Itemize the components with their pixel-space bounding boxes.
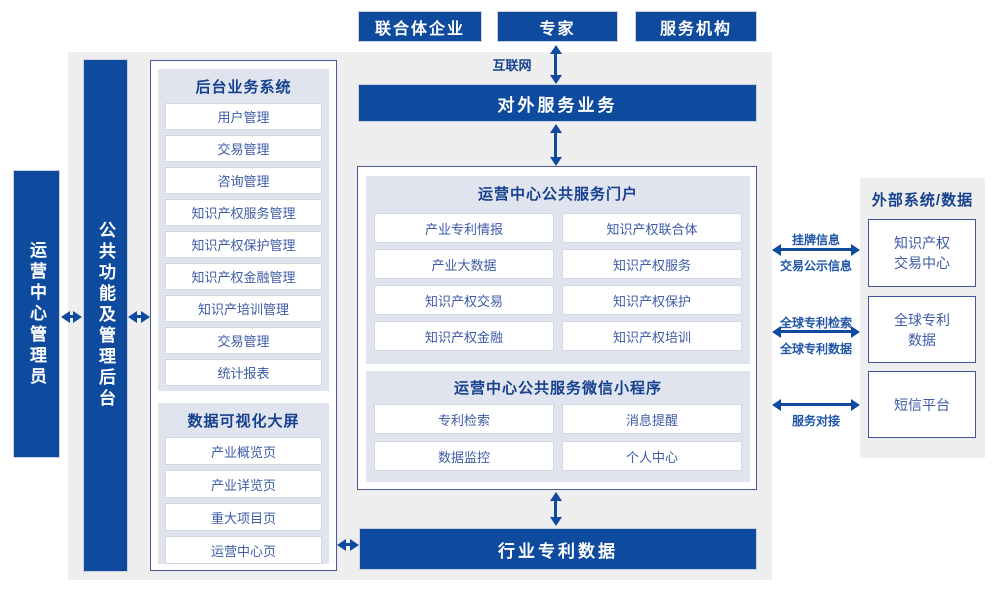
public-functions-backend-bar: 公共功能及管理后台 <box>83 59 128 572</box>
portal-item: 知识产权保护 <box>562 285 742 315</box>
visualization-item: 产业详览页 <box>165 470 322 498</box>
link-label-global-patent-search: 全球专利检索 <box>779 316 852 330</box>
external-system-box-sms: 短信平台 <box>868 371 976 438</box>
public-portal-panel: 运营中心公共服务门户 产业专利情报 知识产权联合体 产业大数据 知识产权服务 知… <box>366 176 750 364</box>
operation-center-admin-bar: 运营中心管理员 <box>13 170 60 458</box>
backend-system-title: 后台业务系统 <box>195 79 292 96</box>
portal-item: 知识产权金融 <box>374 321 554 351</box>
external-system-label: 短信平台 <box>894 396 950 413</box>
external-system-label: 知识产权 <box>894 235 950 251</box>
backend-container: 后台业务系统 用户管理 交易管理 咨询管理 知识产权服务管理 知识产权保护管理 … <box>150 60 337 571</box>
backend-item: 交易管理 <box>165 135 322 162</box>
global-patent-double-arrow-icon <box>772 325 860 338</box>
visualization-item: 重大项目页 <box>165 503 322 531</box>
mini-program-title: 运营中心公共服务微信小程序 <box>453 380 662 397</box>
backend-item: 知识产权保护管理 <box>165 231 322 258</box>
backend-item: 知识产权服务管理 <box>165 199 322 226</box>
backend-item: 知识产培训管理 <box>165 295 322 322</box>
mini-program-item: 消息提醒 <box>562 404 742 434</box>
external-system-box-ip-exchange: 知识产权 交易中心 <box>868 219 976 287</box>
link-label-service-connection: 服务对接 <box>791 414 840 428</box>
actor-consortium-enterprises: 联合体企业 <box>358 11 482 42</box>
mini-program-item: 专利检索 <box>374 404 554 434</box>
visualization-title: 数据可视化大屏 <box>187 413 300 430</box>
actor-experts: 专家 <box>497 11 618 42</box>
mini-program-item: 数据监控 <box>374 441 554 471</box>
link-label-listing-info: 挂牌信息 <box>791 233 840 247</box>
ip-exchange-double-arrow-icon <box>772 243 860 256</box>
backend-item: 用户管理 <box>165 103 322 130</box>
public-portal-title: 运营中心公共服务门户 <box>477 186 638 203</box>
external-systems-title: 外部系统/数据 <box>871 192 974 209</box>
actor-service-organizations: 服务机构 <box>635 11 757 42</box>
internet-double-arrow-icon <box>549 45 562 84</box>
external-system-label: 数据 <box>908 331 936 348</box>
portal-item: 知识产权交易 <box>374 285 554 315</box>
backend-system-double-arrow-icon <box>128 310 150 323</box>
external-system-label: 交易中心 <box>894 255 950 271</box>
visualization-panel: 数据可视化大屏 产业概览页 产业详览页 重大项目页 运营中心页 <box>158 403 329 564</box>
link-label-transaction-publicity: 交易公示信息 <box>779 259 852 273</box>
backend-item: 知识产权金融管理 <box>165 263 322 290</box>
internet-label: 互联网 <box>492 58 532 73</box>
sms-service-double-arrow-icon <box>772 398 860 411</box>
industry-patent-data-bar: 行业专利数据 <box>359 528 757 570</box>
patent-data-double-arrow-icon <box>549 492 562 526</box>
mini-program-item: 个人中心 <box>562 441 742 471</box>
external-service-bar: 对外服务业务 <box>358 84 757 122</box>
visualization-item: 产业概览页 <box>165 437 322 465</box>
external-system-box-global-patent: 全球专利 数据 <box>868 296 976 363</box>
backend-item: 咨询管理 <box>165 167 322 194</box>
backend-item: 交易管理 <box>165 327 322 354</box>
service-portal-double-arrow-icon <box>549 124 562 166</box>
portal-item: 知识产权服务 <box>562 249 742 279</box>
backend-system-panel: 后台业务系统 用户管理 交易管理 咨询管理 知识产权服务管理 知识产权保护管理 … <box>158 69 329 391</box>
backend-item: 统计报表 <box>165 359 322 386</box>
portal-item: 产业专利情报 <box>374 213 554 243</box>
mini-program-panel: 运营中心公共服务微信小程序 专利检索 消息提醒 数据监控 个人中心 <box>366 371 750 482</box>
portal-container: 运营中心公共服务门户 产业专利情报 知识产权联合体 产业大数据 知识产权服务 知… <box>357 166 757 490</box>
visualization-item: 运营中心页 <box>165 536 322 564</box>
admin-backend-double-arrow-icon <box>61 310 82 323</box>
portal-item: 产业大数据 <box>374 249 554 279</box>
external-system-label: 全球专利 <box>894 311 950 328</box>
visualization-patent-double-arrow-icon <box>337 538 359 551</box>
portal-item: 知识产权培训 <box>562 321 742 351</box>
link-label-global-patent-data: 全球专利数据 <box>779 342 852 356</box>
portal-item: 知识产权联合体 <box>562 213 742 243</box>
